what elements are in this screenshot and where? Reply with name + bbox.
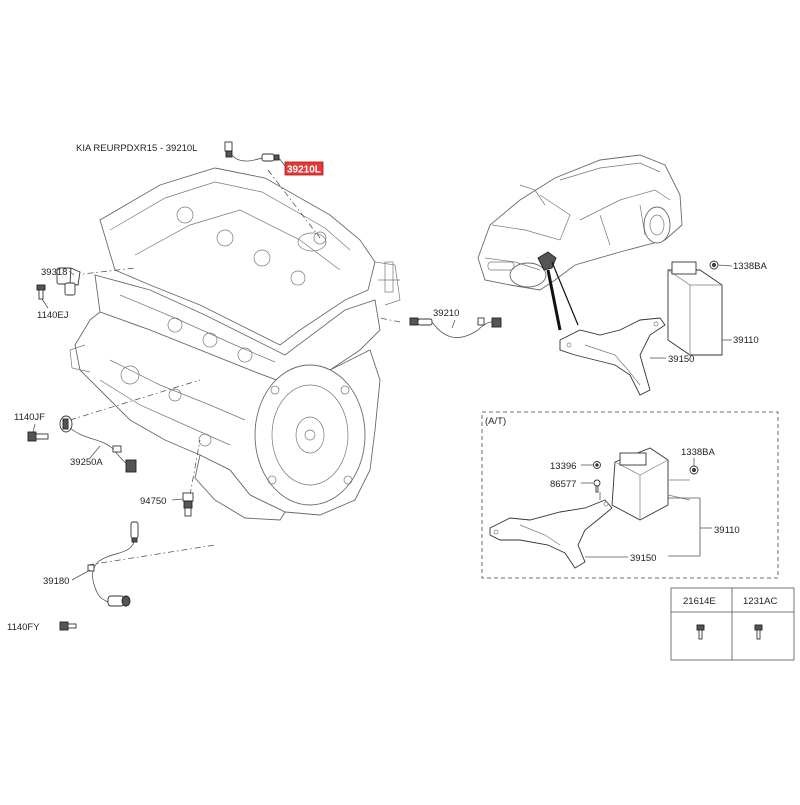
callout-39150-at: 39150 xyxy=(630,553,656,564)
callout-1140EJ: 1140EJ xyxy=(37,310,69,321)
bracket-39150-top[interactable] xyxy=(559,317,666,396)
oil-pressure-switch-94750[interactable] xyxy=(182,492,194,517)
cam-position-sensor-39318[interactable] xyxy=(56,267,81,296)
callout-39210: 39210 xyxy=(433,308,459,319)
callout-39180: 39180 xyxy=(43,576,69,587)
at-variant-box xyxy=(481,411,779,579)
callout-13396: 13396 xyxy=(550,461,576,472)
nut-1338BA-at[interactable] xyxy=(689,465,699,475)
callout-1338BA-at: 1338BA xyxy=(681,447,715,458)
oxygen-sensor-39210L[interactable]: 39210L xyxy=(224,141,324,176)
callout-39318: 39318 xyxy=(41,267,67,278)
callout-1140FY: 1140FY xyxy=(7,622,40,633)
bolt-1140FY[interactable] xyxy=(59,621,77,631)
at-box-label: (A/T) xyxy=(485,416,506,427)
callout-86577: 86577 xyxy=(550,479,576,490)
ecu-39110-top[interactable] xyxy=(667,261,723,356)
leader-lines xyxy=(69,169,401,566)
bolt-1231AC[interactable] xyxy=(754,624,763,640)
engine-block xyxy=(69,167,401,521)
bracket-39150-at[interactable] xyxy=(489,492,613,569)
ecu-39110-at[interactable] xyxy=(611,447,691,521)
highlight-part-number: 39210L xyxy=(287,165,321,176)
bolt-1140EJ[interactable] xyxy=(36,284,46,300)
knock-sensor-39250A[interactable] xyxy=(59,415,137,473)
highlight-tag[interactable] xyxy=(284,161,324,176)
diagram-title: KIA REURPDXR15 - 39210L xyxy=(76,143,197,154)
callout-1140JF: 1140JF xyxy=(14,412,45,423)
callout-39110-at: 39110 xyxy=(714,525,740,536)
bolt-86577[interactable] xyxy=(593,479,601,493)
table-header-21614E: 21614E xyxy=(683,596,716,607)
callout-39250A: 39250A xyxy=(70,457,103,468)
bolt-21614E[interactable] xyxy=(696,624,705,640)
callout-39150-top: 39150 xyxy=(668,354,694,365)
callout-1338BA-top: 1338BA xyxy=(733,261,767,272)
nut-13396[interactable] xyxy=(593,461,601,469)
callout-94750: 94750 xyxy=(140,496,166,507)
nut-1338BA-top[interactable] xyxy=(709,260,719,270)
bolt-1140JF[interactable] xyxy=(27,431,49,442)
vehicle-illustration xyxy=(477,154,683,331)
table-header-1231AC: 1231AC xyxy=(743,596,777,607)
callout-39110-top: 39110 xyxy=(733,335,759,346)
fastener-table: 21614E 1231AC xyxy=(670,587,795,661)
oxygen-sensor-39210[interactable] xyxy=(409,317,502,338)
crank-position-sensor-39180[interactable] xyxy=(87,521,139,607)
